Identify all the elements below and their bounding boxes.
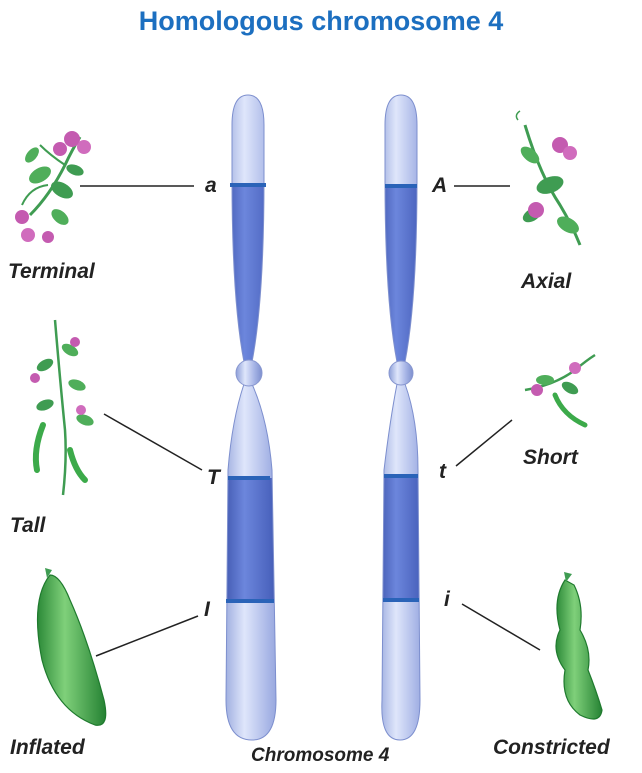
allele-label-right-2: t xyxy=(439,460,446,484)
trait-label-inflated: Inflated xyxy=(10,736,85,760)
allele-label-left-2: T xyxy=(207,466,220,490)
left-chromosome xyxy=(220,90,290,750)
allele-label-left-1: a xyxy=(205,174,217,198)
trait-label-constricted: Constricted xyxy=(493,736,610,760)
leader-line-constricted xyxy=(462,604,540,650)
trait-label-tall: Tall xyxy=(10,514,45,538)
flowering-plant-icon xyxy=(30,320,95,495)
trait-label-terminal: Terminal xyxy=(8,260,95,284)
leader-line-tall xyxy=(104,414,202,470)
allele-label-left-3: I xyxy=(204,598,210,622)
leader-lines xyxy=(80,186,540,656)
leader-line-short xyxy=(456,420,512,466)
allele-label-right-3: i xyxy=(444,588,450,612)
leader-line-inflated xyxy=(96,616,198,656)
right-centromere xyxy=(389,361,413,385)
left-centromere xyxy=(236,360,262,386)
pea-pod-icon xyxy=(556,572,602,719)
pea-pod-icon xyxy=(38,568,106,725)
diagram-caption: Chromosome 4 xyxy=(251,745,389,767)
allele-label-right-1: A xyxy=(432,174,447,198)
right-chromosome xyxy=(375,90,435,750)
trait-label-short: Short xyxy=(523,446,578,470)
trait-label-axial: Axial xyxy=(521,270,571,294)
flowering-plant-icon xyxy=(516,111,581,245)
flowering-plant-icon xyxy=(525,355,595,425)
flowering-plant-icon xyxy=(15,131,91,243)
